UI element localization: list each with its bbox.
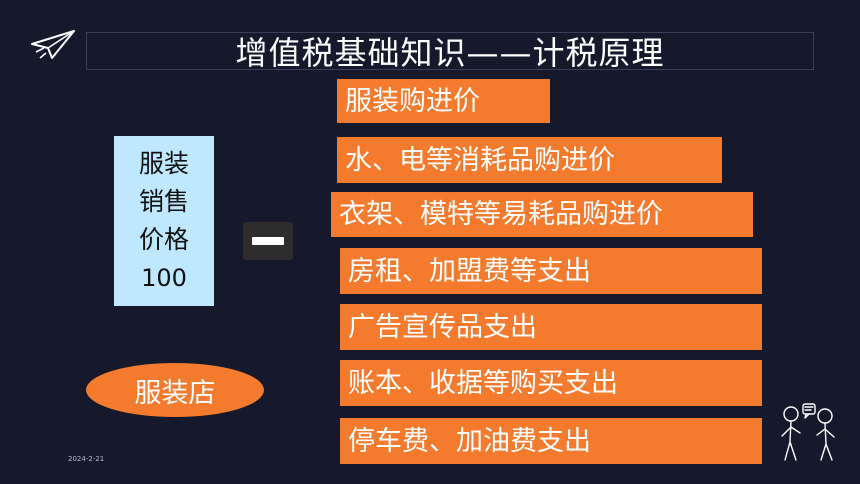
cost-item-3: 衣架、模特等易耗品购进价	[331, 192, 753, 237]
cost-item-7: 停车费、加油费支出	[340, 418, 762, 464]
cost-item-5: 广告宣传品支出	[340, 304, 762, 350]
cost-item-1-text: 服装购进价	[345, 85, 480, 117]
people-talking-icon	[781, 403, 835, 461]
price-value: 100	[141, 264, 187, 292]
slide-title-text: 增值税基础知识——计税原理	[235, 34, 665, 72]
cost-item-1: 服装购进价	[337, 79, 550, 123]
shop-label-oval: 服装店	[86, 363, 264, 417]
minus-bar	[252, 237, 284, 245]
sales-price-box: 服装 销售 价格 100	[114, 136, 214, 306]
cost-item-4: 房租、加盟费等支出	[340, 248, 762, 294]
price-label-line-2: 销售	[138, 187, 189, 216]
price-label-line-1: 服装	[138, 149, 189, 178]
paper-plane-icon	[31, 30, 75, 59]
slide-date: 2024-2-21	[68, 455, 105, 463]
slide-title: 增值税基础知识——计税原理	[86, 32, 814, 72]
cost-item-6: 账本、收据等购买支出	[340, 360, 762, 406]
shop-label: 服装店	[134, 377, 216, 409]
minus-icon	[243, 222, 293, 260]
cost-item-2-text: 水、电等消耗品购进价	[345, 144, 615, 176]
cost-item-3-text: 衣架、模特等易耗品购进价	[339, 199, 663, 230]
cost-item-5-text: 广告宣传品支出	[348, 311, 537, 343]
cost-item-4-text: 房租、加盟费等支出	[348, 255, 591, 287]
cost-item-7-text: 停车费、加油费支出	[348, 425, 591, 457]
cost-item-6-text: 账本、收据等购买支出	[348, 367, 618, 399]
cost-item-2: 水、电等消耗品购进价	[337, 137, 722, 183]
price-label-line-3: 价格	[138, 225, 189, 254]
